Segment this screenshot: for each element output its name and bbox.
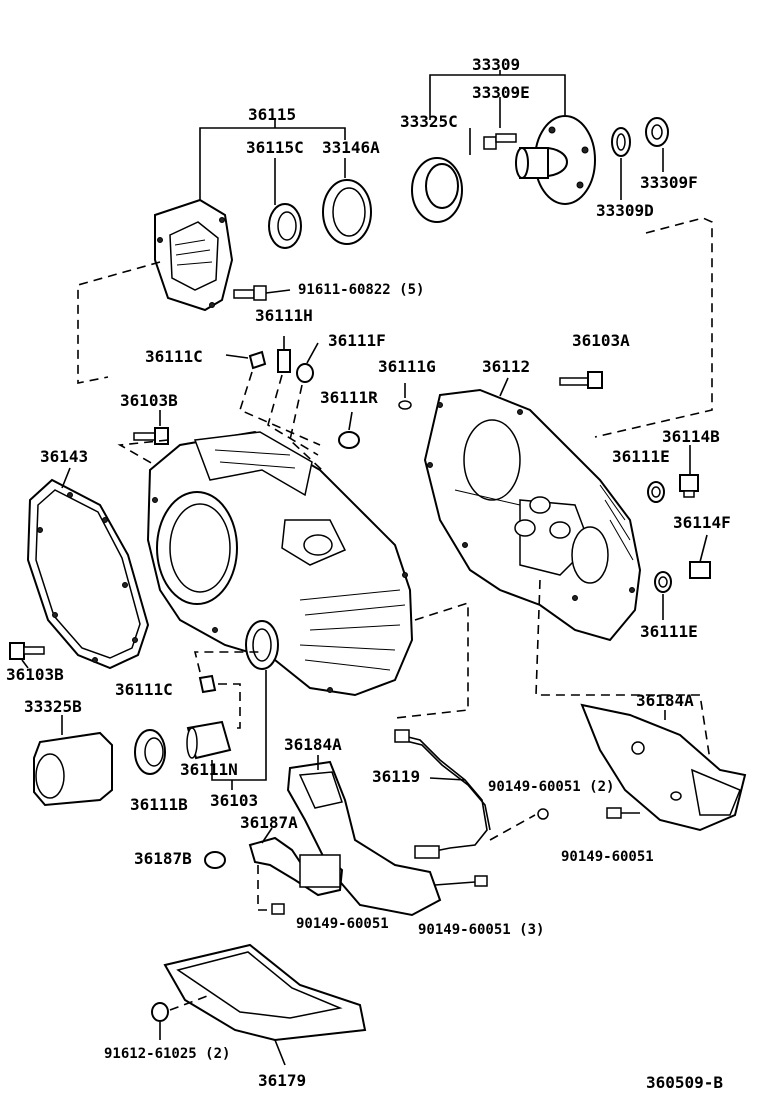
- label-36115: 36115: [248, 105, 296, 124]
- label-36111C-bottom: 36111C: [115, 680, 173, 699]
- bushing-36111N: [186, 720, 232, 760]
- washer-33309D: [611, 127, 631, 157]
- label-36184A-mid: 36184A: [284, 735, 342, 754]
- seal-36111B: [134, 729, 166, 775]
- cover-36115: [154, 198, 234, 312]
- dashed-guide-36119: [394, 601, 469, 719]
- label-36187B: 36187B: [134, 849, 192, 868]
- label-36103B-bottom: 36103B: [6, 665, 64, 684]
- label-36119: 36119: [372, 767, 420, 786]
- label-36184A-right: 36184A: [636, 691, 694, 710]
- cover-36184A-mid: [286, 755, 442, 917]
- transaxle-case-36112: [423, 377, 642, 642]
- lower-left-parts: [9, 642, 267, 807]
- label-33309D: 33309D: [596, 201, 654, 220]
- sensor-36119: [394, 729, 549, 859]
- label-36111G: 36111G: [378, 357, 436, 376]
- label-90149-60051-left: 90149-60051: [296, 916, 389, 932]
- nut-33309F: [645, 117, 669, 147]
- cover-36184A-right: [580, 703, 747, 832]
- flange-33309: [515, 115, 596, 205]
- dashed-guide-flange-right: [594, 217, 713, 438]
- label-90149-60051-2: 90149-60051 (2): [488, 779, 614, 795]
- label-36111E-top: 36111E: [612, 447, 670, 466]
- label-36103B-top: 36103B: [120, 391, 178, 410]
- label-36111H: 36111H: [255, 306, 313, 325]
- oil-pan-36179: [151, 943, 367, 1066]
- label-90149-60051-3: 90149-60051 (3): [418, 922, 544, 938]
- seal-33325B: [33, 731, 113, 807]
- label-36112: 36112: [482, 357, 530, 376]
- dashed-guide-36184A-right: [535, 579, 711, 761]
- dashed-guide-36111H: [267, 374, 319, 456]
- label-36187A: 36187A: [240, 813, 298, 832]
- label-33309: 33309: [472, 55, 520, 74]
- label-diagram-id: 360509-B: [646, 1073, 723, 1092]
- dashed-guide-cover-left: [77, 261, 161, 384]
- bolt-33309E: [483, 133, 517, 150]
- part-group-36115: [154, 120, 372, 312]
- label-36111C-top: 36111C: [145, 347, 203, 366]
- label-36111E-bottom: 36111E: [640, 622, 698, 641]
- callout-labels: 33309 33309E 33325C 33309D 33309F 36115 …: [6, 55, 731, 1092]
- label-91612-61025: 91612-61025 (2): [104, 1046, 230, 1062]
- dashed-guide-36111C: [239, 371, 321, 446]
- label-36115C: 36115C: [246, 138, 304, 157]
- label-36143: 36143: [40, 447, 88, 466]
- label-33309E: 33309E: [472, 83, 530, 102]
- dashed-guide-36111F: [289, 384, 323, 531]
- label-33146A: 33146A: [322, 138, 380, 157]
- part-group-33309: [411, 70, 669, 223]
- label-91611-60822: 91611-60822 (5): [298, 282, 424, 298]
- label-36103: 36103: [210, 791, 258, 810]
- right-small-parts: [647, 445, 711, 620]
- label-36103A: 36103A: [572, 331, 630, 350]
- label-36114B: 36114B: [662, 427, 720, 446]
- seal-36115C: [268, 203, 302, 249]
- sensor-36187A: [204, 827, 488, 915]
- label-90149-60051-right: 90149-60051: [561, 849, 654, 865]
- bolt-91611: [233, 285, 291, 301]
- label-36114F: 36114F: [673, 513, 731, 532]
- label-33309F: 33309F: [640, 173, 698, 192]
- small-parts-middle: [133, 336, 603, 449]
- label-33325B: 33325B: [24, 697, 82, 716]
- label-36111R: 36111R: [320, 388, 378, 407]
- label-36111F: 36111F: [328, 331, 386, 350]
- ring-33146A: [322, 179, 372, 245]
- dashed-guide-36103B: [117, 439, 169, 469]
- label-36111N: 36111N: [180, 760, 238, 779]
- label-36179: 36179: [258, 1071, 306, 1090]
- transaxle-housing-36103: [146, 430, 414, 697]
- label-36111B: 36111B: [130, 795, 188, 814]
- seal-33325C: [411, 157, 463, 223]
- label-33325C: 33325C: [400, 112, 458, 131]
- gasket-36143: [26, 467, 150, 670]
